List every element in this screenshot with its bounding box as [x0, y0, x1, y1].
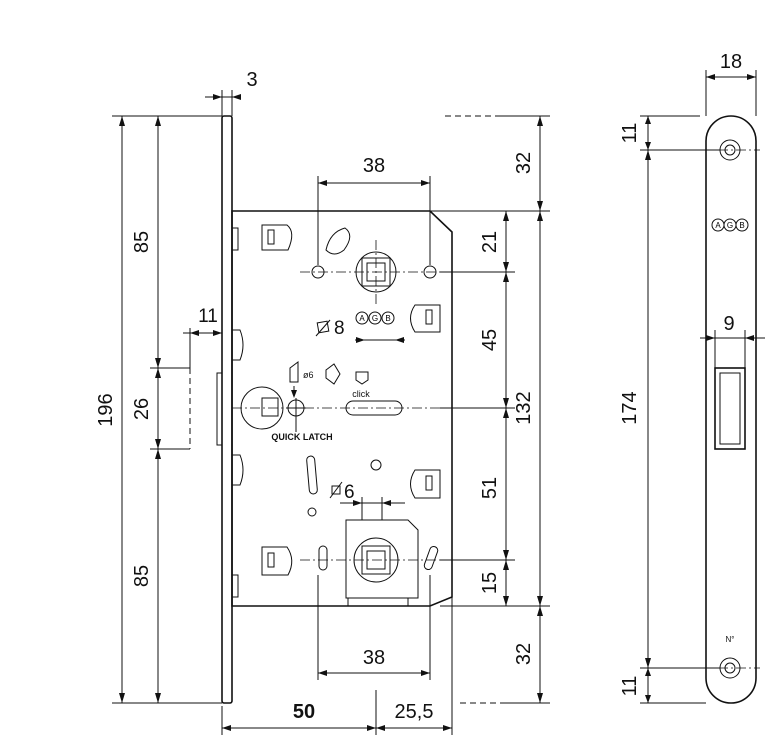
number-mark: N°	[726, 635, 735, 644]
dim-11-strike-top: 11	[619, 123, 641, 144]
dim-11-latch: 11	[198, 306, 218, 327]
click-label: click	[352, 389, 370, 399]
dim-21: 21	[479, 231, 501, 253]
latch-reverse-icon	[325, 363, 341, 385]
follower-dimensions: 38 38 50 25,5	[221, 155, 453, 735]
dim-square-8: 8	[334, 318, 345, 339]
dim-50: 50	[293, 701, 315, 723]
click-icon	[355, 371, 369, 385]
dim-196: 196	[95, 393, 117, 426]
square-8-callout: 8	[315, 318, 405, 343]
dim-18: 18	[720, 51, 742, 73]
svg-text:G: G	[727, 221, 733, 230]
dim-174: 174	[619, 391, 641, 424]
screw-slot-lower-right	[410, 469, 441, 499]
strike-plate: N° A G B 18 9	[619, 51, 765, 704]
square-6-callout: 6	[329, 481, 405, 520]
dim-32-top: 32	[513, 152, 535, 174]
svg-text:B: B	[385, 314, 390, 323]
dim-26: 26	[131, 398, 153, 420]
agb-mark-strike: A G B	[711, 218, 749, 232]
screw-slot-top-left	[261, 224, 293, 251]
quick-latch-label: QUICK LATCH	[271, 432, 332, 442]
dim-51: 51	[479, 477, 501, 499]
dim-85-upper: 85	[131, 231, 153, 253]
left-dimensions: 196 85 26 85 11 3	[95, 69, 258, 704]
dim-38-top: 38	[363, 155, 385, 177]
dim-square-6: 6	[344, 482, 355, 503]
dim-11-strike-bottom: 11	[619, 676, 641, 697]
screw-slot-mid-right	[410, 304, 441, 333]
faceplate	[221, 115, 233, 704]
dim-3: 3	[246, 69, 257, 91]
svg-text:A: A	[715, 221, 721, 230]
screw-slot-bottom-left	[261, 546, 293, 576]
dim-85-lower: 85	[131, 565, 153, 587]
svg-text:B: B	[739, 221, 744, 230]
dim-38-bottom: 38	[363, 647, 385, 669]
svg-text:G: G	[372, 314, 378, 323]
phi6-icon: ø6	[289, 361, 314, 398]
dim-32-bottom: 32	[513, 643, 535, 665]
agb-mark-body: A G B	[355, 311, 395, 325]
dim-132: 132	[513, 391, 535, 424]
dim-25-5: 25,5	[395, 701, 434, 723]
dim-45: 45	[479, 329, 501, 351]
phi6-label: ø6	[303, 370, 314, 380]
svg-text:A: A	[359, 314, 365, 323]
dim-9: 9	[723, 313, 734, 335]
right-dimensions: 32 132 32 21 45 51 15	[430, 115, 550, 704]
dim-15: 15	[479, 572, 501, 594]
